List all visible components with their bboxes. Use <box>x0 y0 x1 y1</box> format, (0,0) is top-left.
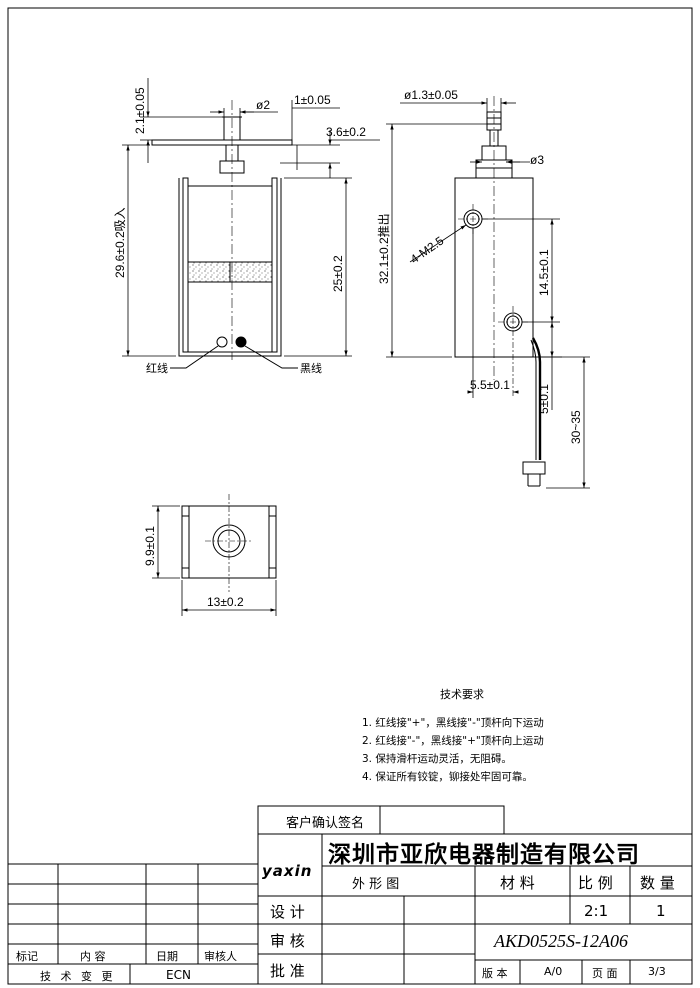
black-wire-label: 黑线 <box>300 361 322 375</box>
dim-shaft-height: 2.1±0.05 <box>133 87 147 134</box>
drawing-border <box>7 7 693 985</box>
dim-depth: 9.9±0.1 <box>143 526 157 566</box>
dim-hole-spacing: 14.5±0.1 <box>537 249 551 296</box>
dim-bushing-dia: ø3 <box>530 153 544 167</box>
red-wire-label: 红线 <box>146 361 168 375</box>
side-view <box>454 96 546 487</box>
dim-width: 13±0.2 <box>207 595 244 609</box>
requirements-title: 技术要求 <box>440 688 484 701</box>
front-view <box>151 100 298 369</box>
requirement-item: 2. 红线接"-"，黑线接"+"顶杆向上运动 <box>362 735 544 747</box>
dim-body-height: 25±0.2 <box>331 255 345 292</box>
dim-hole-offset: 5.5±0.1 <box>470 378 510 392</box>
dim-hole-bottom: 5±0.1 <box>537 384 551 414</box>
dim-overall-pull: 29.6±0.2吸入 <box>113 207 127 278</box>
requirement-item: 4. 保证所有铰锭，铆接处牢固可靠。 <box>362 771 533 783</box>
dim-overall-push: 32.1±0.2推出 <box>377 213 391 284</box>
dim-shaft-dia: ø2 <box>256 98 270 112</box>
dim-rod-dia: ø1.3±0.05 <box>404 88 458 102</box>
dim-lead-length: 30~35 <box>569 410 583 444</box>
dim-collar-offset: 3.6±0.2 <box>326 125 366 139</box>
dim-mount-holes: 4-M2.5 <box>408 233 447 266</box>
title-block <box>7 805 693 985</box>
bottom-view <box>181 494 277 592</box>
requirement-item: 1. 红线接"+"，黑线接"-"顶杆向下运动 <box>362 717 544 729</box>
requirement-item: 3. 保持滑杆运动灵活，无阻碍。 <box>362 753 512 765</box>
dim-collar-thk: 1±0.05 <box>294 93 331 107</box>
